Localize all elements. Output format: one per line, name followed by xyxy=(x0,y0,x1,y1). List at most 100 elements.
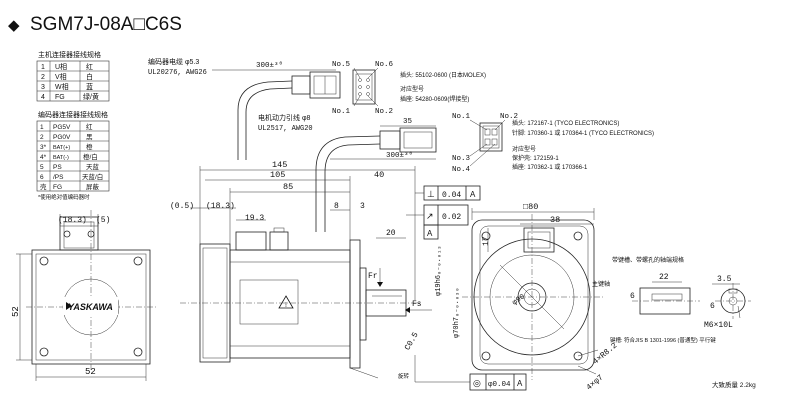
yaskawa-logo: YASKAWA xyxy=(68,302,113,312)
dim-c0-5: C0.5 xyxy=(403,331,420,352)
table-cell: 白 xyxy=(86,72,93,81)
table-cell: 天蓝/白 xyxy=(82,172,103,181)
page-title: SGM7J-08A□C6S xyxy=(30,14,182,35)
encoder-pin-no6: No.6 xyxy=(375,61,394,69)
position-frame: ◎ φ0.04 A xyxy=(469,373,527,391)
dim-8: 8 xyxy=(334,202,339,211)
table-cell: 绿/黄 xyxy=(83,92,99,101)
table-cell: 3 xyxy=(41,84,45,91)
radial-load-label: Fr xyxy=(368,272,378,281)
dim-phi90: φ90 xyxy=(511,293,527,308)
table-cell: PS xyxy=(53,164,62,171)
power-housing-part: 保护壳: 172159-1 xyxy=(512,154,559,162)
table-cell: PG5V xyxy=(53,124,71,131)
table-cell: W相 xyxy=(55,82,69,91)
table-cell: 2 xyxy=(40,134,44,141)
dim-35: 35 xyxy=(403,118,413,126)
dim-19-3: 19.3 xyxy=(245,214,264,223)
title-marker: ◆ xyxy=(8,17,20,34)
dim-5: (5) xyxy=(96,216,110,225)
front-view xyxy=(462,214,604,380)
table-cell: 红 xyxy=(86,122,93,131)
dim-m6-thread: M6×10L xyxy=(704,321,733,330)
power-mate-title: 对应型号 xyxy=(512,145,536,153)
keyed-shaft-title: 带键槽、带螺孔的轴端规格 xyxy=(612,256,684,264)
encoder-mate-title: 对应型号 xyxy=(400,85,424,93)
runout-datum: A xyxy=(427,229,433,238)
encoder-cable xyxy=(237,71,341,160)
dim-40: 40 xyxy=(374,170,384,180)
power-cable-label: 电机动力引线 φ8 xyxy=(258,113,310,122)
power-pin-part: 针脚: 170360-1 或 170364-1 (TYCO ELECTRONIC… xyxy=(512,129,654,137)
key-standard-note: 键槽: 符合JIS B 1301-1996 (普通型) 平行键 xyxy=(610,336,716,344)
thrust-load-label: Fs xyxy=(412,300,422,309)
dim-18-3: (18.3) xyxy=(206,202,235,211)
encoder-pin-no5: No.5 xyxy=(332,61,351,69)
perpendicularity-frame: ⊥ 0.04 A xyxy=(423,185,481,201)
side-view: ! xyxy=(180,227,420,379)
dim-22: 22 xyxy=(659,273,669,282)
dim-38: 38 xyxy=(550,215,560,225)
rear-view: YASKAWA xyxy=(26,210,156,370)
position-datum: A xyxy=(517,379,523,388)
power-cable-spec: UL2517, AWG20 xyxy=(258,125,313,133)
dim-6-left: 6 xyxy=(630,292,635,301)
encoder-cable-spec: UL20276, AWG26 xyxy=(148,69,207,77)
table-cell: 橙 xyxy=(86,142,93,151)
table-cell: FG xyxy=(55,94,65,101)
runout-frame: ↗ 0.02 A xyxy=(423,204,469,240)
dim-85: 85 xyxy=(283,182,293,192)
dim-square-80: □80 xyxy=(523,202,538,212)
table-cell: 1 xyxy=(40,124,44,131)
table-cell: 3* xyxy=(40,144,47,151)
dim-0-5: (0.5) xyxy=(170,202,194,211)
power-table-caption: 主机连接器接线规格 xyxy=(38,50,101,59)
table-cell: 5 xyxy=(40,164,44,171)
position-symbol: ◎ xyxy=(473,378,481,388)
dim-phi70: φ70h7₀₋₀.₀₃₀ xyxy=(453,288,461,338)
encoder-pin-no1: No.1 xyxy=(332,108,351,116)
encoder-pin-no2: No.2 xyxy=(375,108,393,116)
power-pin-no4: No.4 xyxy=(452,166,471,174)
dim-holes-r8-2: 4×R8.2 xyxy=(591,341,619,367)
approx-mass: 大致质量 2.2kg xyxy=(712,380,756,389)
table-cell: PG0V xyxy=(53,134,71,141)
position-value: φ0.04 xyxy=(488,381,511,389)
table-cell: 4* xyxy=(40,154,47,161)
power-plug-part: 插头: 172167-1 (TYCO ELECTRONICS) xyxy=(512,119,619,127)
encoder-cable-label: 编码器电缆 φ5.3 xyxy=(148,57,199,66)
dim-20: 20 xyxy=(386,229,396,238)
table-cell: 1 xyxy=(41,64,45,71)
encoder-connector-face xyxy=(352,67,379,107)
dim-17: 17 xyxy=(482,236,491,246)
dim-145: 145 xyxy=(272,160,287,170)
table-cell: 壳 xyxy=(40,182,47,191)
perp-symbol: ⊥ xyxy=(427,189,435,199)
encoder-cable-length: 300±³⁰ xyxy=(256,61,283,70)
main-key-label: 主键轴 xyxy=(592,280,610,288)
table-cell: BAT(-) xyxy=(53,155,69,161)
power-socket-part: 插座: 170362-1 或 170366-1 xyxy=(512,163,588,171)
dim-18-3-left: (18.3) xyxy=(58,216,87,225)
dim-3-5: 3.5 xyxy=(717,275,732,284)
power-connector-face xyxy=(469,119,506,167)
dim-6-right: 6 xyxy=(710,302,715,311)
table-cell: 2 xyxy=(41,74,45,81)
table-cell: FG xyxy=(53,184,62,191)
table-cell: 红 xyxy=(86,62,93,71)
power-cable-length: 300±³⁰ xyxy=(386,151,413,160)
power-pin-no3: No.3 xyxy=(452,155,471,163)
dim-holes-phi7: 4×φ7 xyxy=(585,373,606,392)
table-cell: 4 xyxy=(41,94,45,101)
table-cell: 6 xyxy=(40,174,44,181)
dim-52-horizontal: 52 xyxy=(85,367,96,377)
power-pin-no1: No.1 xyxy=(452,113,471,121)
table-cell: BAT(+) xyxy=(53,145,70,151)
encoder-connector-table: 1 PG5V 红 2 PG0V 黑 3* BAT(+) 橙 4* BAT(-) … xyxy=(36,120,110,192)
encoder-plug-part: 插头: 55102-0600 (日本MOLEX) xyxy=(400,71,486,79)
absolute-encoder-note: *使用绝对值编码器时 xyxy=(38,193,90,201)
rotation-direction-note: 旋转 xyxy=(398,372,410,380)
runout-value: 0.02 xyxy=(442,213,461,222)
